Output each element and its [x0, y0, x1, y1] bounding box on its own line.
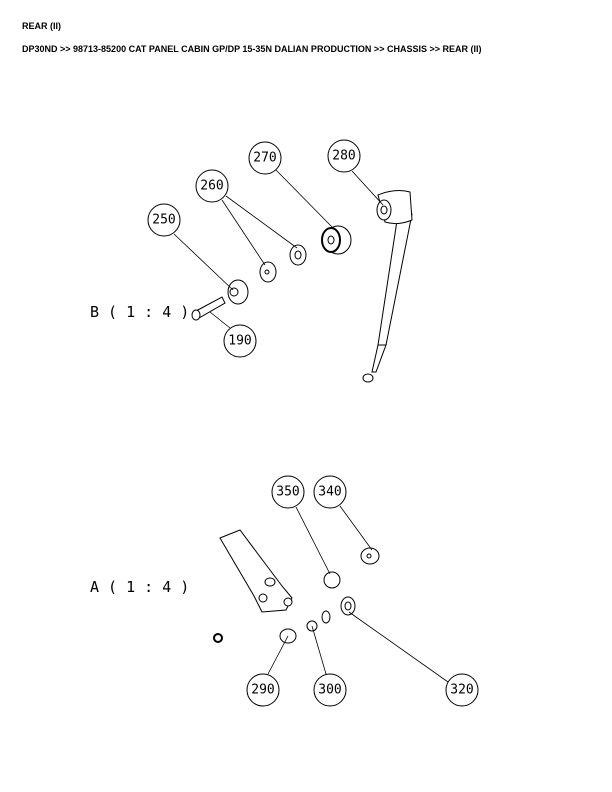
svg-text:190: 190: [228, 334, 251, 349]
view-label-b: B ( 1 : 4 ): [90, 303, 189, 321]
svg-text:260: 260: [200, 179, 223, 194]
callout-340[interactable]: 340: [313, 475, 347, 509]
page-title: REAR (II): [22, 21, 61, 31]
callout-270[interactable]: 270: [248, 141, 282, 175]
callout-190[interactable]: 190: [223, 324, 257, 358]
callout-280[interactable]: 280: [327, 139, 361, 173]
callout-250[interactable]: 250: [147, 203, 181, 237]
breadcrumb: DP30ND >> 98713-85200 CAT PANEL CABIN GP…: [22, 44, 482, 54]
view-a-parts: [213, 529, 380, 644]
svg-text:320: 320: [450, 683, 473, 698]
view-b-parts: [191, 190, 413, 383]
callout-350[interactable]: 350: [271, 475, 305, 509]
callout-300[interactable]: 300: [313, 673, 347, 707]
svg-text:290: 290: [251, 683, 274, 698]
callout-320[interactable]: 320: [445, 673, 479, 707]
callout-260[interactable]: 260: [195, 169, 229, 203]
svg-text:350: 350: [276, 485, 299, 500]
svg-text:340: 340: [318, 485, 341, 500]
svg-text:300: 300: [318, 683, 341, 698]
svg-text:280: 280: [332, 149, 355, 164]
callout-290[interactable]: 290: [246, 673, 280, 707]
svg-text:250: 250: [152, 213, 175, 228]
view-label-a: A ( 1 : 4 ): [90, 578, 189, 596]
svg-text:270: 270: [253, 151, 276, 166]
leader-lines: [173, 169, 449, 683]
